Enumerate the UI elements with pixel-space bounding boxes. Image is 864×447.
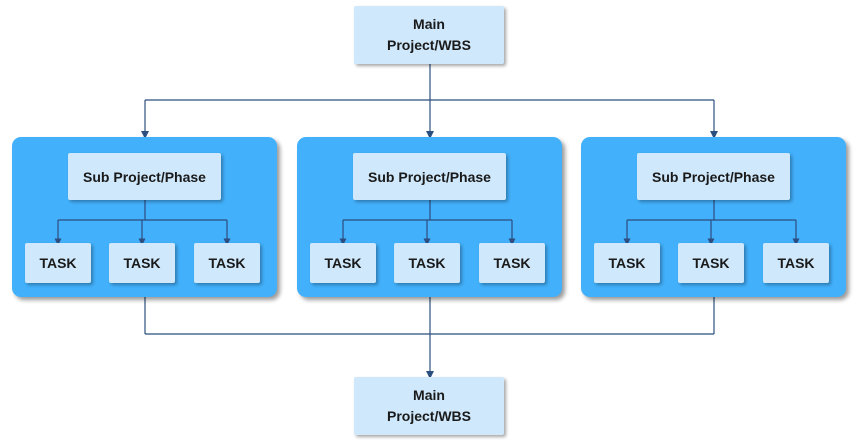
sub-project-phase-3: Sub Project/Phase xyxy=(637,153,790,200)
main-project-bottom-line2: Project/WBS xyxy=(386,408,471,424)
phase-panel-2: Sub Project/Phase TASK TASK TASK xyxy=(297,137,562,297)
task-2-3: TASK xyxy=(479,243,545,283)
task-3-1: TASK xyxy=(594,243,660,283)
main-project-bottom-line1: Main xyxy=(413,387,445,403)
task-1-3: TASK xyxy=(194,243,260,283)
phase-panel-3: Sub Project/Phase TASK TASK TASK xyxy=(581,137,846,297)
task-3-2: TASK xyxy=(678,243,744,283)
task-1-2: TASK xyxy=(109,243,175,283)
task-1-1: TASK xyxy=(25,243,91,283)
main-project-top-line2: Project/WBS xyxy=(386,37,471,53)
task-2-2: TASK xyxy=(394,243,460,283)
phase-panel-1: Sub Project/Phase TASK TASK TASK xyxy=(12,137,277,297)
main-project-bottom-node: Main Project/WBS xyxy=(354,377,504,435)
sub-project-phase-1: Sub Project/Phase xyxy=(68,153,221,200)
main-project-top-line1: Main xyxy=(413,16,445,32)
main-project-top-node: Main Project/WBS xyxy=(354,6,504,64)
task-3-3: TASK xyxy=(763,243,829,283)
task-2-1: TASK xyxy=(310,243,376,283)
sub-project-phase-2: Sub Project/Phase xyxy=(353,153,506,200)
